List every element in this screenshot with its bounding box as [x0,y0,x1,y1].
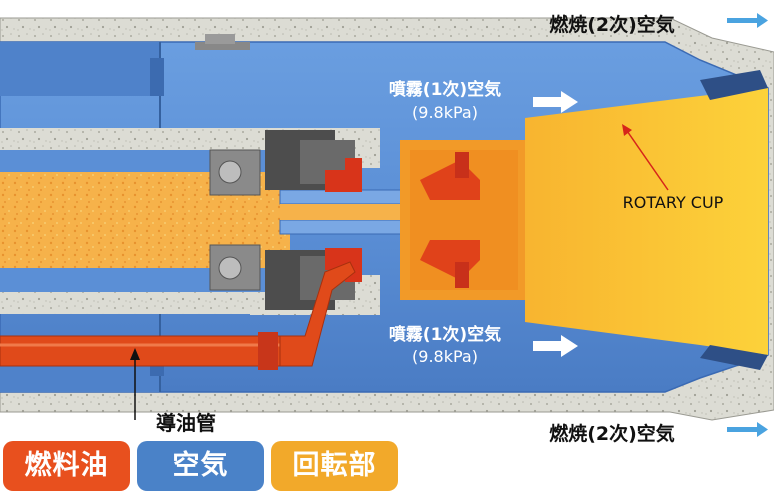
legend-fuel-oil: 燃料油 [3,441,130,491]
primary-air-label-lower: 噴霧(1次)空気 [389,324,501,345]
primary-air-pressure-upper: (9.8kPa) [412,103,478,122]
primary-air-label-upper: 噴霧(1次)空気 [389,79,501,100]
legend-air-label: 空気 [172,450,229,481]
secondary-air-arrow-top [727,13,768,28]
legend-fuel-oil-label: 燃料油 [24,450,109,481]
rotary-cup-label: ROTARY CUP [623,193,724,212]
oil-pipe [0,261,356,370]
legend-rotating-part: 回転部 [271,441,398,491]
primary-air-arrow-upper [533,91,578,113]
primary-air-pressure-lower: (9.8kPa) [412,347,478,366]
secondary-air-arrow-bottom [727,422,768,437]
secondary-air-label-bottom: 燃焼(2次)空気 [549,422,675,445]
oil-pipe-label: 導油管 [156,411,216,435]
rotary-cup [400,70,768,370]
legend-air: 空気 [137,441,264,491]
secondary-air-label-top: 燃焼(2次)空気 [549,13,675,36]
pointer-lines [130,124,669,420]
legend-rotating-part-label: 回転部 [292,450,377,481]
primary-air-arrow-lower [533,335,578,357]
